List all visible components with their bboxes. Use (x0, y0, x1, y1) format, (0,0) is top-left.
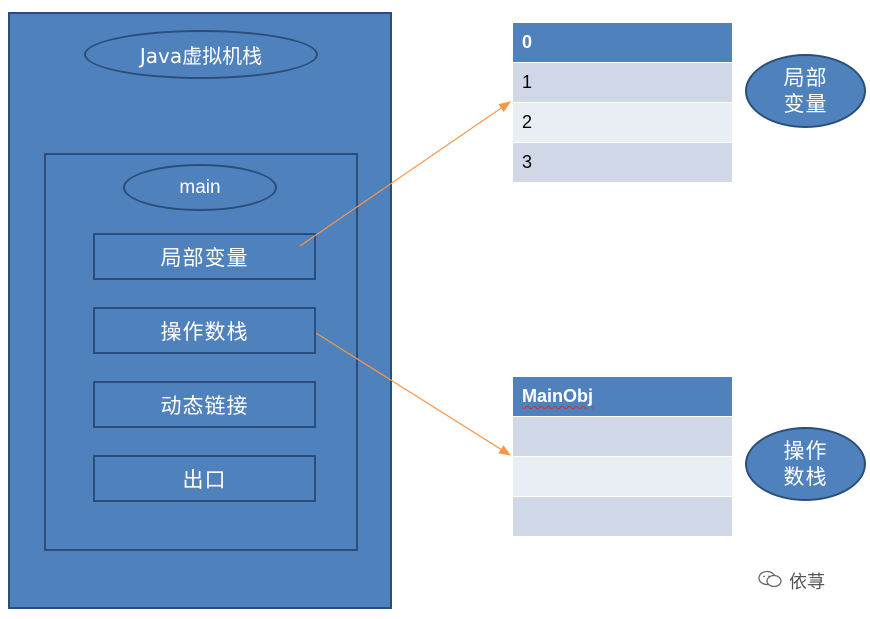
local-vars-table: 0 1 2 3 (513, 23, 732, 183)
operand-stack-label: 操作数栈 (745, 427, 866, 501)
jvm-stack-title: Java虚拟机栈 (84, 30, 318, 79)
jvm-stack-box (8, 12, 392, 609)
arrow-local-vars (299, 101, 511, 247)
watermark: 依荨 (757, 568, 857, 594)
watermark-text: 依荨 (789, 572, 825, 593)
frame-item-dynamic-linking: 动态链接 (93, 381, 316, 428)
frame-name: main (123, 164, 277, 211)
operand-stack-label-text: 操作数栈 (783, 439, 828, 489)
table-row: MainObj (513, 377, 732, 416)
table-row (513, 457, 732, 496)
operand-stack-table: MainObj (513, 377, 732, 537)
table-row (513, 497, 732, 536)
wechat-icon (757, 569, 783, 594)
table-row: 0 (513, 23, 732, 62)
table-row (513, 417, 732, 456)
operand-stack-top: MainObj (522, 386, 593, 406)
table-row: 2 (513, 103, 732, 142)
table-row: 1 (513, 63, 732, 102)
frame-item-local-vars: 局部变量 (93, 233, 316, 280)
local-vars-label-text: 局部变量 (783, 66, 828, 116)
stack-frame-main (44, 153, 358, 551)
table-row: 3 (513, 143, 732, 182)
frame-item-exit: 出口 (93, 455, 316, 502)
local-vars-label: 局部变量 (745, 54, 866, 128)
frame-item-operand-stack: 操作数栈 (93, 307, 316, 354)
arrow-operand-stack (315, 332, 512, 456)
